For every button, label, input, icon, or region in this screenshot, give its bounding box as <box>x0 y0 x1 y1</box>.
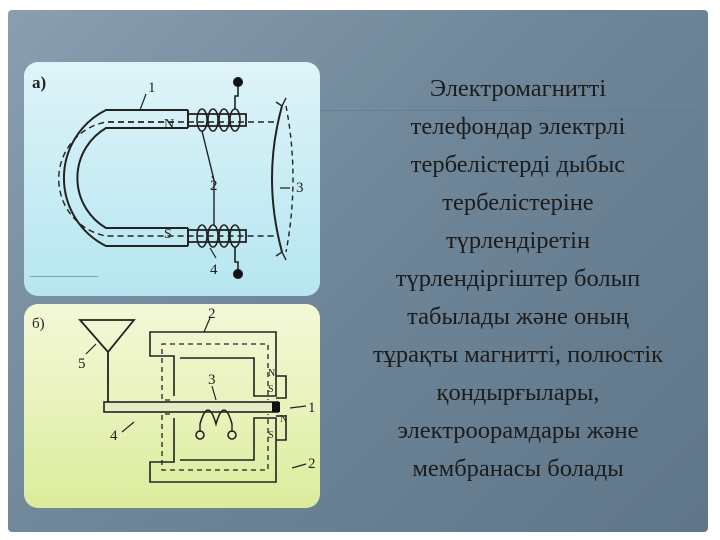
coil-top <box>196 108 241 132</box>
label-b-1: 1 <box>308 400 316 416</box>
panel-underline <box>30 276 98 277</box>
armature-rod <box>103 401 279 413</box>
wire-bottom <box>234 247 239 274</box>
membrane-deflected <box>285 105 294 253</box>
terminal-bottom <box>233 269 243 279</box>
diagram-a: а) <box>32 73 304 279</box>
membrane-ends <box>275 97 287 261</box>
flux-lines-b <box>161 343 269 471</box>
pole-lower <box>276 415 287 441</box>
magnet-upper <box>149 331 277 397</box>
caption-line: мембранасы болады <box>412 455 624 482</box>
diagram-b-panel: б) 2 5 3 <box>24 304 320 508</box>
label-1: 1 <box>148 80 156 96</box>
pole-b-s-bottom: S <box>268 430 274 441</box>
pole-s: S <box>164 227 172 242</box>
label-b-2-top: 2 <box>208 306 216 322</box>
armature-tip <box>272 402 280 412</box>
caption-line: түрлендіргіштер болып <box>395 265 641 292</box>
pole-b-n-bottom: N <box>280 414 287 425</box>
label-2: 2 <box>210 178 218 194</box>
pole-upper <box>276 375 287 399</box>
label-b-5: 5 <box>78 356 86 372</box>
label-3: 3 <box>296 180 304 196</box>
coil-terminal-left <box>195 430 205 440</box>
magnet-lower <box>149 417 277 483</box>
caption-line: түрлендіретін <box>445 227 591 254</box>
label-4: 4 <box>210 262 218 278</box>
caption-line: электроорамдары және <box>397 417 639 444</box>
magnet-outer-outline <box>62 109 188 247</box>
wire-top <box>234 82 239 109</box>
caption-line: тербелістеріне <box>442 189 594 216</box>
membrane <box>271 105 283 253</box>
leader-lines-b <box>85 317 307 469</box>
diagram-b: б) 2 5 3 <box>32 306 316 483</box>
caption-line: телефондар электрлі <box>410 113 626 140</box>
diagram-a-panel: а) <box>24 62 320 296</box>
coil-terminal-right <box>227 430 237 440</box>
label-b-4: 4 <box>110 428 118 444</box>
diagram-b-label: б) <box>32 316 45 332</box>
divider-line <box>320 110 700 111</box>
pole-b-n-top: N <box>268 368 275 379</box>
coil-b <box>199 409 233 427</box>
label-b-2-bottom: 2 <box>308 456 316 472</box>
leader-lines <box>139 93 290 259</box>
caption-line: тербелістерді дыбыс <box>410 151 626 178</box>
caption-line: табылады және оның <box>407 303 629 330</box>
caption-text: Электромагнитті телефондар электрлі терб… <box>322 70 714 488</box>
pole-n: N <box>164 117 174 132</box>
caption-line: Электромагнитті <box>429 75 607 102</box>
diagram-a-label: а) <box>32 73 46 92</box>
magnet-inner-outline <box>76 127 188 229</box>
label-b-3: 3 <box>208 372 216 388</box>
terminal-top <box>233 77 243 87</box>
caption-line: қондырғылары, <box>436 379 600 406</box>
magnetic-flux-lines <box>58 121 274 237</box>
caption-line: тұрақты магнитті, полюстік <box>372 341 664 368</box>
pole-b-s-top: S <box>268 384 274 395</box>
horn <box>78 319 136 354</box>
